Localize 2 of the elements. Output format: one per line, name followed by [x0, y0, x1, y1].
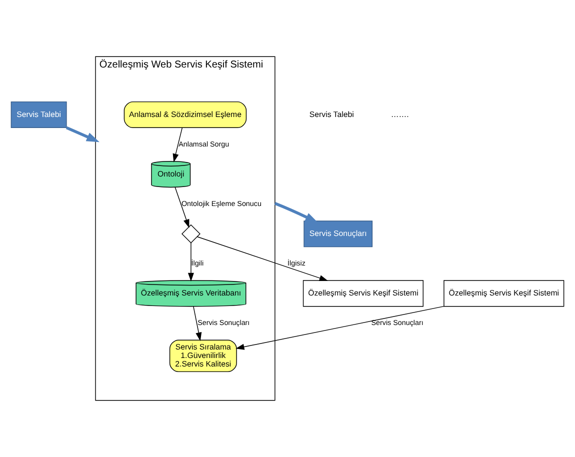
label: Servis Talebi — [309, 110, 354, 119]
label: ……. — [390, 110, 409, 119]
